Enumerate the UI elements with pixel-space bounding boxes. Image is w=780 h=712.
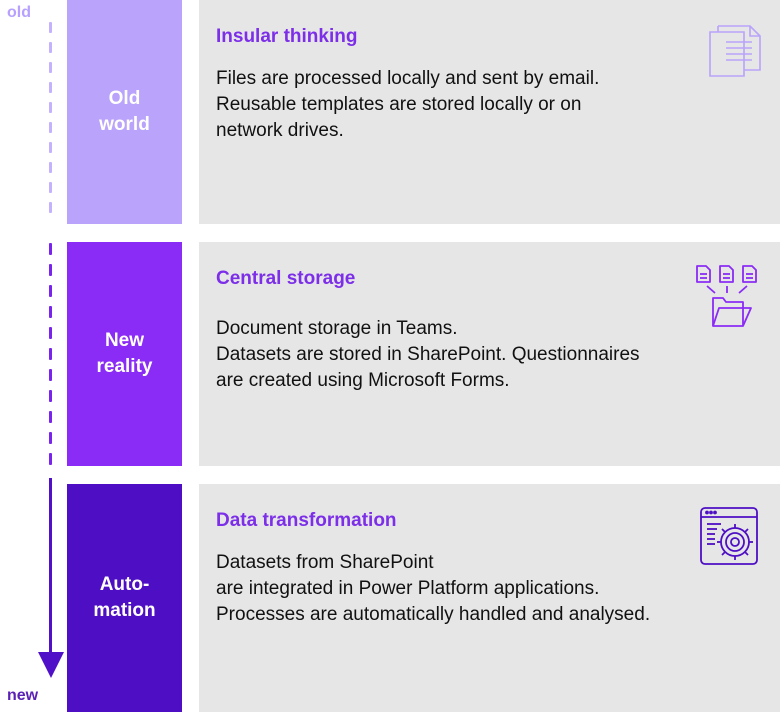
axis-start-label: old (7, 4, 31, 21)
timeline-dash (49, 62, 52, 73)
timeline-dash (49, 411, 52, 423)
timeline-dash (49, 285, 52, 297)
stage-label-line: New (104, 330, 145, 351)
timeline-dash (49, 369, 52, 381)
timeline-dash (49, 202, 52, 213)
stage-label-line: world (99, 114, 150, 135)
stage-label-line: Auto- (99, 574, 150, 595)
timeline-dash (49, 142, 52, 153)
panel-description: Datasets from SharePoint are integrated … (216, 550, 770, 628)
description-line: network drives. (216, 120, 344, 141)
description-line: Document storage in Teams. (216, 318, 458, 339)
description-line: are integrated in Power Platform applica… (216, 578, 600, 599)
description-line: Datasets are stored in SharePoint. Quest… (216, 344, 640, 365)
stage-label-line: mation (93, 600, 156, 621)
panel-title: Data transformation (216, 510, 397, 531)
timeline-arrow-head (38, 652, 64, 678)
timeline-dash (49, 390, 52, 402)
description-line: are created using Microsoft Forms. (216, 370, 510, 391)
folder-documents-icon (696, 265, 757, 327)
timeline-dash (49, 453, 52, 465)
panel-description: Files are processed locally and sent by … (216, 66, 770, 144)
description-line: Processes are automatically handled and … (216, 604, 651, 625)
timeline-dash (49, 102, 52, 113)
timeline-dash (49, 348, 52, 360)
stage-automation: Auto- mation (67, 484, 182, 712)
panel-title: Central storage (216, 268, 356, 289)
timeline-dash (49, 306, 52, 318)
axis-end-label: new (7, 687, 39, 704)
timeline-dash (49, 122, 52, 133)
timeline-dash (49, 22, 52, 33)
panel-title: Insular thinking (216, 26, 358, 47)
stage-label-line: Old (108, 88, 141, 109)
document-icon (709, 25, 761, 77)
settings-window-icon (700, 507, 758, 565)
stage-old-world: Old world (67, 0, 182, 224)
panel-description: Document storage in Teams. Datasets are … (216, 316, 770, 394)
timeline-arrow-shaft (49, 478, 52, 654)
panel-insular-thinking: Insular thinking Files are processed loc… (199, 0, 780, 224)
description-line: Datasets from SharePoint (216, 552, 434, 573)
timeline-dash (49, 327, 52, 339)
stage-label-line: reality (96, 356, 153, 377)
panel-data-transformation: Data transformation Datasets from ShareP… (199, 484, 780, 712)
timeline-dash (49, 42, 52, 53)
timeline-dash (49, 182, 52, 193)
timeline-dash (49, 264, 52, 276)
description-line: Reusable templates are stored locally or… (216, 94, 582, 115)
description-line: Files are processed locally and sent by … (216, 68, 600, 89)
timeline-dash (49, 432, 52, 444)
timeline-dash (49, 82, 52, 93)
stage-new-reality: New reality (67, 242, 182, 466)
timeline-dash (49, 243, 52, 255)
timeline-dash (49, 162, 52, 173)
panel-central-storage: Central storage Document storage in Team… (199, 242, 780, 466)
